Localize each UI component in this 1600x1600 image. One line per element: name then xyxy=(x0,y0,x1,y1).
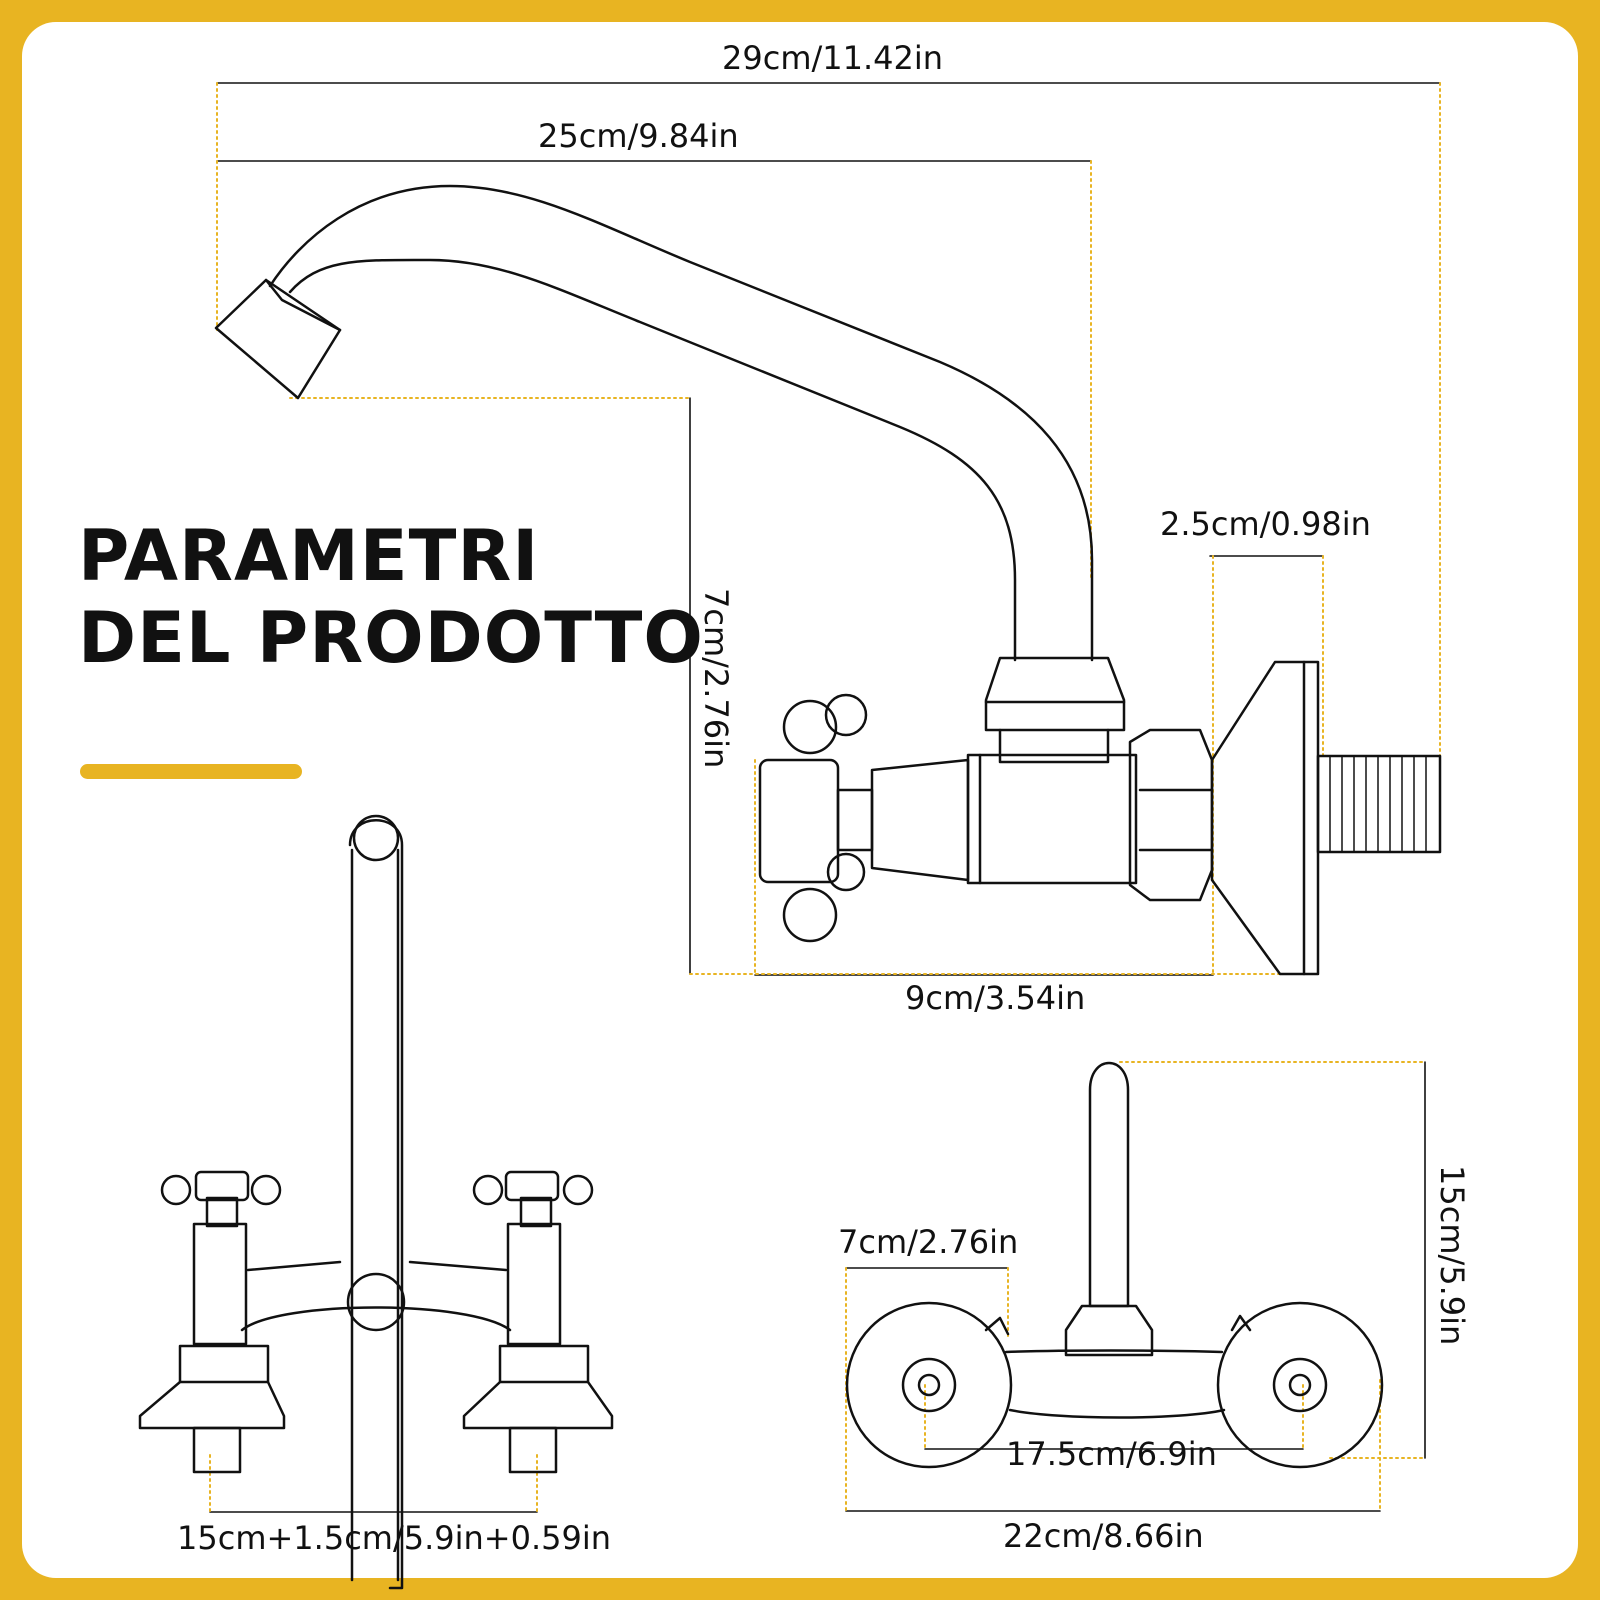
dim-total-width: 22cm/8.66in xyxy=(1003,1517,1204,1555)
title-accent-bar xyxy=(80,764,302,779)
faucet-side-view xyxy=(214,184,1442,976)
dim-body-width: 9cm/3.54in xyxy=(905,979,1086,1017)
extension-lines xyxy=(209,82,1441,1513)
dimension-lines xyxy=(209,82,1441,1513)
title-line-2: DEL PRODOTTO xyxy=(78,597,704,679)
dim-flange-diameter: 7cm/2.76in xyxy=(838,1223,1019,1261)
dim-handle-spacing: 15cm+1.5cm/5.9in+0.59in xyxy=(177,1519,612,1557)
dim-center-distance: 17.5cm/6.9in xyxy=(1006,1435,1217,1473)
dim-total-height: 15cm/5.9in xyxy=(1433,1165,1471,1346)
faucet-front-view xyxy=(138,814,614,1590)
page-title: PARAMETRI DEL PRODOTTO xyxy=(78,515,704,679)
dim-spout-reach: 25cm/9.84in xyxy=(538,117,739,155)
title-line-1: PARAMETRI xyxy=(78,515,540,597)
thread-lines xyxy=(1329,755,1427,853)
dim-thread-length: 2.5cm/0.98in xyxy=(1160,505,1371,543)
dim-body-height: 7cm/2.76in xyxy=(697,588,735,769)
dim-overall-length: 29cm/11.42in xyxy=(722,39,944,77)
faucet-top-view xyxy=(845,1061,1384,1469)
